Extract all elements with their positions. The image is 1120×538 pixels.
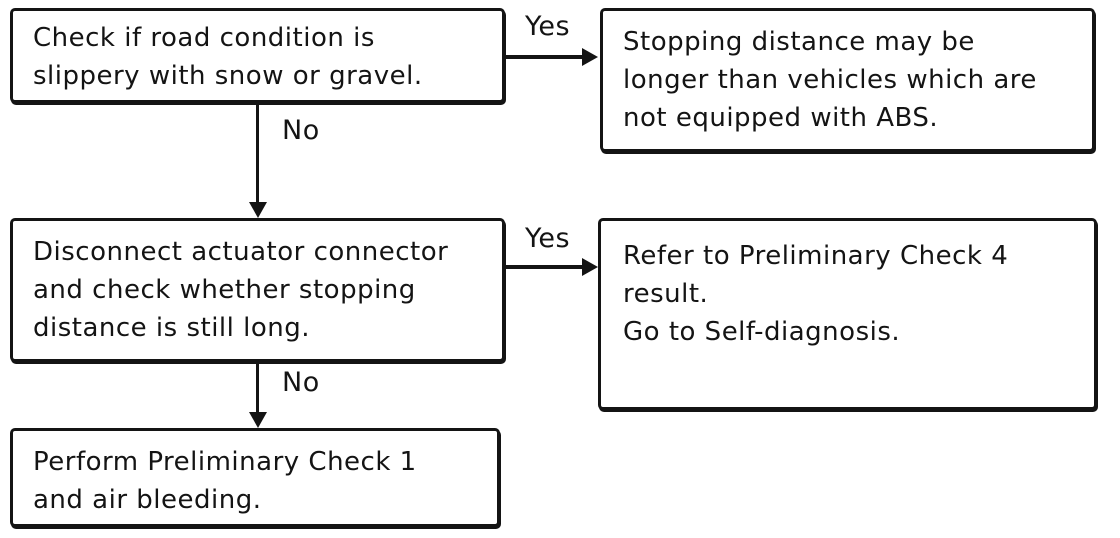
- node-text: Perform Preliminary Check 1 and air blee…: [33, 447, 417, 515]
- edge-yes-2-line: [505, 265, 583, 269]
- edge-no-2-line: [256, 362, 259, 414]
- node-text: Disconnect actuator connector and check …: [33, 237, 449, 343]
- node-refer-preliminary-check-4: Refer to Preliminary Check 4 result. Go …: [598, 218, 1097, 410]
- node-perform-preliminary-check-1: Perform Preliminary Check 1 and air blee…: [10, 428, 500, 527]
- node-text: Check if road condition is slippery with…: [33, 23, 423, 91]
- arrowhead-right-icon: [582, 48, 598, 66]
- edge-yes-1-line: [505, 55, 583, 59]
- arrowhead-down-icon: [249, 202, 267, 218]
- arrowhead-right-icon: [582, 258, 598, 276]
- arrowhead-down-icon: [249, 412, 267, 428]
- node-stopping-distance-note: Stopping distance may be longer than veh…: [600, 8, 1095, 152]
- edge-no-1-line: [256, 103, 259, 204]
- edge-label-yes-1: Yes: [525, 11, 571, 42]
- node-check-road-condition: Check if road condition is slippery with…: [10, 8, 505, 103]
- edge-label-no-2: No: [282, 367, 320, 398]
- edge-label-yes-2: Yes: [525, 223, 571, 254]
- node-text: Stopping distance may be longer than veh…: [623, 27, 1037, 133]
- edge-label-no-1: No: [282, 115, 320, 146]
- node-text: Refer to Preliminary Check 4 result. Go …: [623, 241, 1009, 347]
- node-disconnect-actuator: Disconnect actuator connector and check …: [10, 218, 505, 362]
